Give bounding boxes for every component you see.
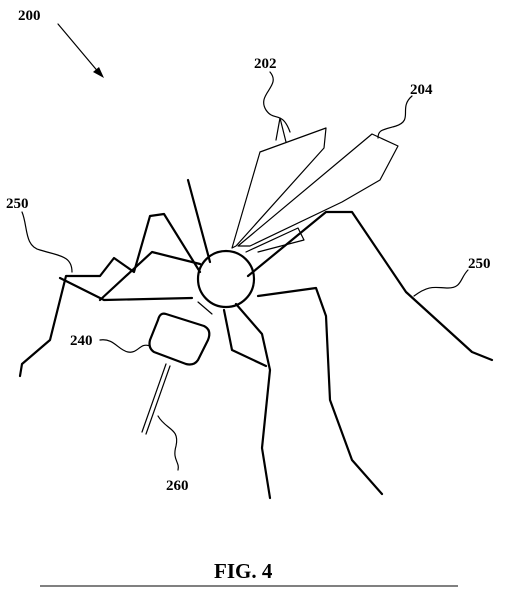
label-202: 202 bbox=[254, 56, 277, 72]
legs-left-250 bbox=[18, 178, 212, 378]
label-250-right: 250 bbox=[468, 256, 491, 272]
wing-204 bbox=[237, 133, 399, 253]
body-circle bbox=[196, 249, 256, 309]
leader-204 bbox=[377, 95, 413, 139]
leader-250-left bbox=[21, 211, 73, 273]
needle-260 bbox=[141, 363, 171, 435]
arrow-200 bbox=[57, 23, 104, 78]
figure-caption: FIG. 4 bbox=[214, 559, 273, 583]
legs-right-250 bbox=[222, 210, 494, 500]
label-250-left: 250 bbox=[6, 196, 29, 212]
leader-240 bbox=[99, 339, 151, 353]
label-240: 240 bbox=[70, 333, 93, 349]
label-200: 200 bbox=[18, 8, 41, 24]
leader-260 bbox=[157, 415, 179, 471]
wing-202 bbox=[231, 117, 327, 249]
label-204: 204 bbox=[410, 82, 433, 98]
leader-250-right bbox=[413, 269, 469, 297]
label-260: 260 bbox=[166, 478, 189, 494]
leader-202 bbox=[263, 71, 291, 133]
module-240 bbox=[148, 301, 213, 366]
